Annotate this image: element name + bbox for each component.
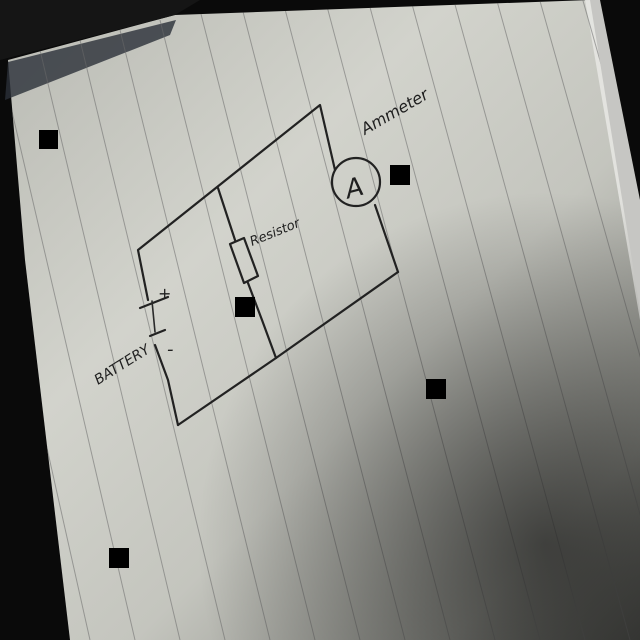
marker-square [39, 130, 58, 149]
binding-area [0, 0, 200, 60]
battery-short-plate [148, 328, 167, 338]
wire-right [373, 203, 400, 274]
marker-square [109, 548, 129, 568]
minus-sign: - [167, 339, 174, 360]
battery-long-plate [138, 295, 170, 310]
wire-branch-bottom [246, 281, 278, 360]
wire-top [136, 103, 337, 302]
resistor-symbol [228, 236, 260, 285]
wire-left [153, 343, 180, 427]
marker-square [390, 165, 410, 185]
redaction-markers [39, 130, 446, 568]
marker-square [426, 379, 446, 399]
wire-branch-top [216, 186, 237, 242]
plus-sign: + [158, 284, 171, 303]
marker-square [235, 297, 255, 317]
